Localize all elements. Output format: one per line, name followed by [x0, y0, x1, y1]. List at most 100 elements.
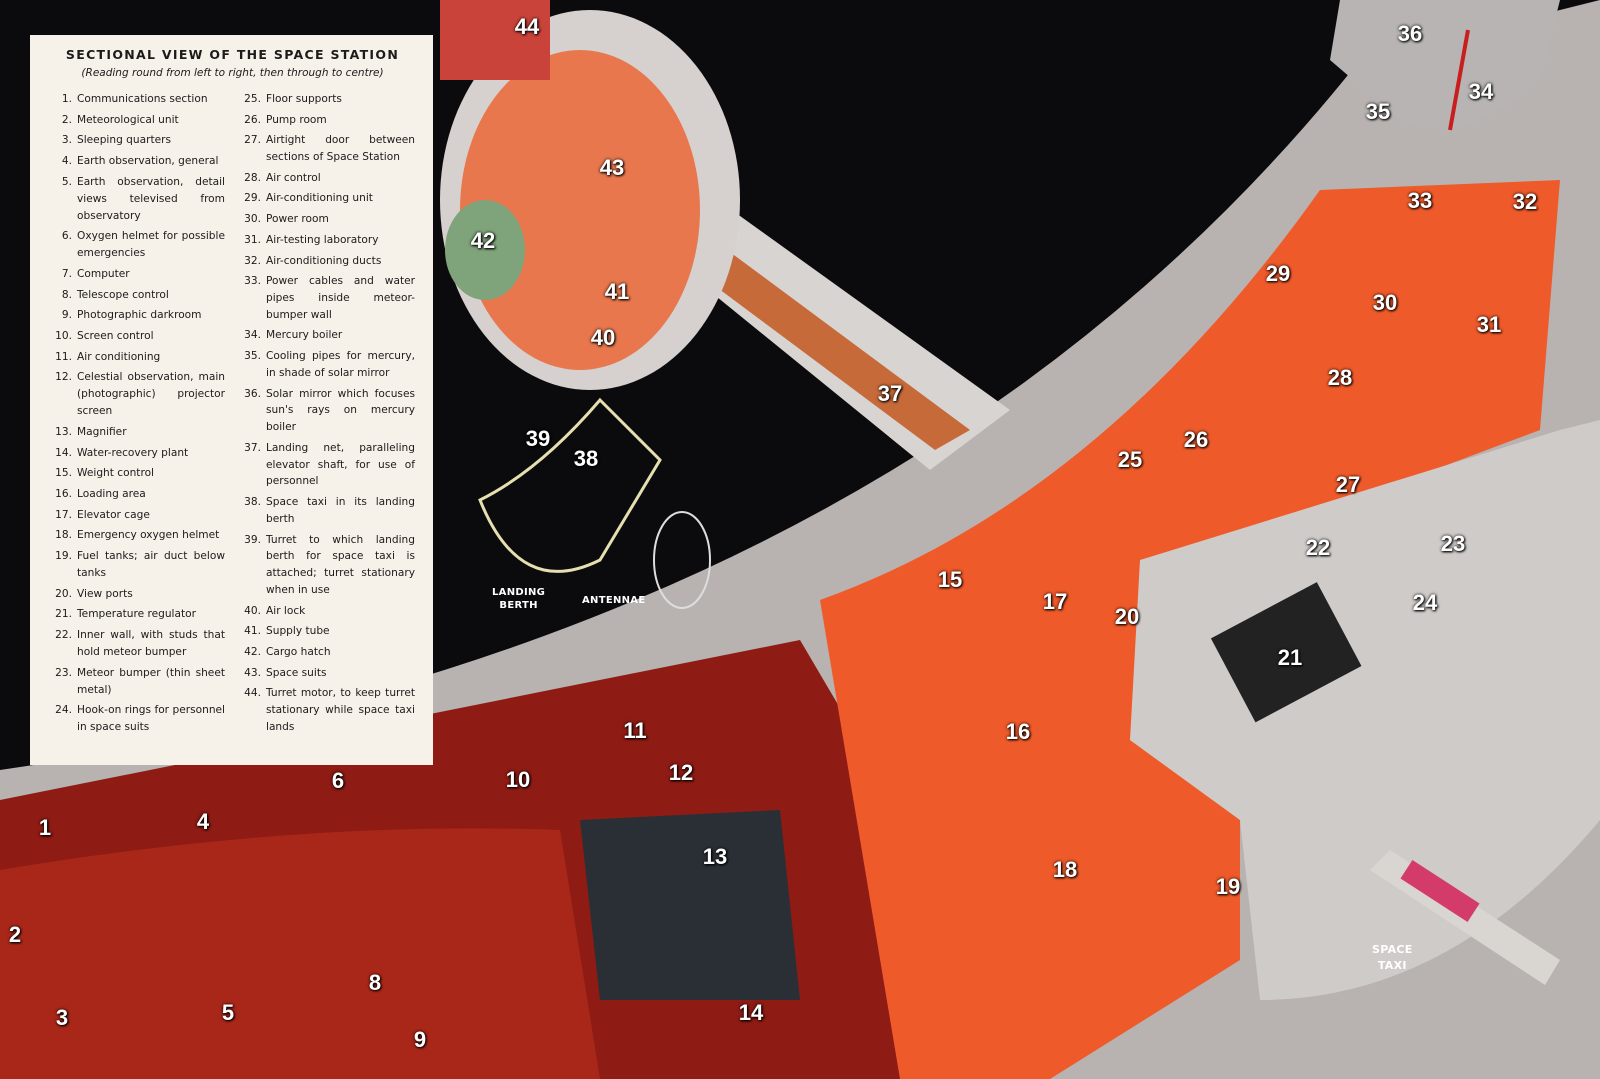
legend-item-number: 40. [244, 604, 261, 617]
callout-number-5: 5 [221, 1000, 235, 1025]
legend-item-number: 26. [244, 113, 261, 126]
legend-item-number: 4. [61, 155, 72, 168]
legend-item: 10.Screen control [50, 328, 225, 345]
legend-item: 6.Oxygen helmet for possible emergencies [50, 228, 225, 262]
legend-item: 2. Meteorological unit [50, 112, 225, 129]
callout-number-42: 42 [470, 228, 496, 253]
legend-item-number: 7. [61, 267, 72, 280]
legend-item-number: 29. [244, 192, 261, 205]
legend-item: 3.Sleeping quarters [50, 132, 225, 149]
callout-number-4: 4 [196, 809, 210, 834]
legend-item-text: Oxygen helmet for possible emergencies [77, 230, 225, 260]
legend-item: 41. Supply tube [239, 623, 415, 640]
space-taxi-caption: SPACE TAXI [1372, 942, 1413, 974]
legend-item-number: 21. [55, 608, 72, 621]
legend-item-text: Mercury boiler [266, 329, 343, 342]
legend-item-number: 33. [244, 275, 261, 288]
callout-number-26: 26 [1183, 427, 1209, 452]
legend-item-number: 44. [244, 687, 261, 700]
legend-item-text: Earth observation, general [77, 155, 219, 168]
legend-item-text: Earth observation, detail views televise… [77, 175, 225, 222]
callout-number-36: 36 [1397, 21, 1423, 46]
legend-item: 9.Photographic darkroom [50, 307, 225, 324]
legend-item: 1.Communications section [50, 91, 225, 108]
outer-hull [1130, 420, 1600, 1000]
legend-item: 17.Elevator cage [50, 507, 225, 524]
legend-item-text: Supply tube [266, 625, 330, 638]
legend-item: 23.Meteor bumper (thin sheet metal) [50, 665, 225, 699]
callout-number-11: 11 [623, 718, 647, 743]
legend-item-number: 10. [55, 330, 72, 342]
legend-item-text: Telescope control [77, 288, 169, 301]
legend-item-number: 14. [55, 446, 72, 459]
legend-item-number: 16. [55, 488, 72, 500]
callout-number-19: 19 [1215, 874, 1241, 899]
legend-item-number: 41. [244, 625, 261, 638]
callout-number-2: 2 [8, 922, 22, 947]
legend-item: 15.Weight control [50, 465, 225, 482]
callout-number-30: 30 [1372, 290, 1398, 315]
legend-subtitle: (Reading round from left to right, then … [81, 67, 384, 79]
caption-line: BERTH [499, 600, 538, 611]
legend-item-text: Temperature regulator [77, 608, 196, 621]
legend-item: 13.Magnifier [50, 424, 225, 441]
antennae-caption: ANTENNAE [582, 595, 646, 606]
callout-number-1: 1 [38, 815, 52, 840]
callout-number-18: 18 [1052, 857, 1078, 882]
legend-item-text: Inner wall, with studs that hold meteor … [77, 629, 225, 658]
legend-item-text: Air-testing laboratory [266, 233, 379, 246]
legend-item: 44.Turret motor, to keep turret stationa… [239, 685, 415, 735]
legend-item-text: Landing net, paralleling elevator shaft,… [266, 441, 415, 488]
callout-number-41: 41 [604, 279, 630, 304]
legend-item-text: Airtight door between sections of Space … [266, 134, 415, 164]
callout-number-29: 29 [1265, 261, 1291, 286]
ring-interior-orange [820, 180, 1560, 1079]
legend-item: 21. Temperature regulator [50, 606, 225, 623]
legend-item-number: 32. [244, 254, 261, 267]
legend-item-text: Weight control [77, 467, 154, 480]
legend-item: 7. Computer [50, 266, 225, 283]
machinery [580, 810, 800, 1000]
legend-item: 11.Air conditioning [50, 349, 225, 366]
callout-number-16: 16 [1005, 719, 1031, 744]
callout-number-27: 27 [1335, 472, 1361, 497]
legend-item-number: 27. [244, 134, 261, 147]
legend-item-text: View ports [77, 587, 133, 600]
legend-item-number: 2. [61, 113, 72, 126]
legend-item-number: 28. [244, 171, 261, 184]
legend-item-text: Sleeping quarters [77, 134, 172, 147]
legend-item-number: 36. [244, 387, 261, 400]
legend-column-left: 1.Communications section 2. Meteorological… [50, 91, 225, 736]
legend-item-text: Turret to which landing berth for space … [266, 533, 415, 596]
legend-item-text: Floor supports [266, 93, 342, 105]
callout-number-37: 37 [877, 381, 903, 406]
callout-number-22: 22 [1305, 535, 1331, 560]
caption-line: SPACE [1372, 943, 1413, 956]
callout-number-21: 21 [1277, 645, 1303, 670]
callout-number-14: 14 [738, 1000, 764, 1025]
legend-item-text: Space suits [266, 666, 327, 679]
legend-item-text: Meteor bumper (thin sheet metal) [77, 666, 225, 696]
legend-item-text: Photographic darkroom [77, 309, 202, 322]
legend-item-text: Solar mirror which focuses sun's rays on… [266, 387, 415, 434]
legend-item-number: 42. [244, 645, 261, 658]
legend-item-number: 39. [244, 533, 261, 546]
legend-item: 14.Water-recovery plant [50, 445, 225, 462]
legend-item-text: Computer [77, 267, 130, 280]
temperature-regulator-grille [1210, 582, 1362, 723]
caption-line: TAXI [1377, 959, 1407, 972]
legend-item: 43.Space suits [239, 665, 415, 682]
legend-item-text: Space taxi in its landing berth [266, 496, 415, 525]
legend-item: 25.Floor supports [239, 91, 415, 108]
legend-item-text: Loading area [77, 488, 146, 500]
legend-item: 39. Turret to which landing berth for spa… [239, 532, 415, 599]
turret-motor [440, 0, 550, 80]
legend-item: 16. Loading area [50, 486, 225, 503]
legend-item-number: 8. [61, 288, 72, 301]
legend-item-number: 24. [55, 704, 72, 717]
legend-item-number: 12. [55, 371, 72, 384]
legend-item-number: 11. [55, 350, 72, 363]
space-taxi-cabin [1400, 859, 1480, 923]
legend-item-text: Celestial observation, main (photographi… [77, 371, 225, 418]
legend-item-text: Meteorological unit [77, 113, 179, 126]
